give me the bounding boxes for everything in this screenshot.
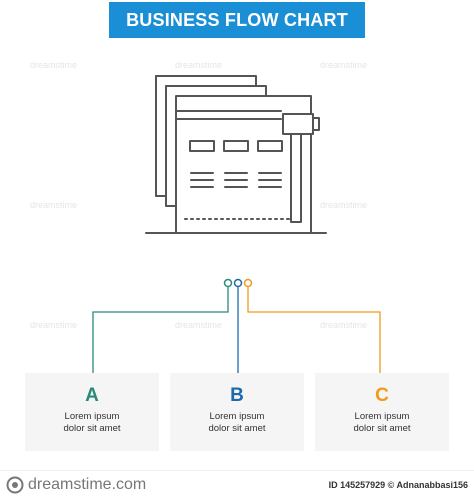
chart-title: BUSINESS FLOW CHART — [126, 9, 348, 30]
stock-footer: dreamstime.com ID 145257929 © Adnanabbas… — [0, 470, 474, 500]
connector-c — [247, 287, 381, 378]
branch-panel-c: C Lorem ipsum dolor sit amet — [315, 373, 449, 451]
image-credit: ID 145257929 © Adnanabbasi156 — [328, 480, 468, 490]
branch-text-a: Lorem ipsum dolor sit amet — [63, 411, 121, 434]
flow-connectors — [92, 278, 381, 378]
branch-letter-b: B — [230, 385, 244, 406]
logo-text: dreamstime.com — [28, 476, 147, 493]
title-banner: BUSINESS FLOW CHART — [109, 2, 365, 38]
branch-text-b: Lorem ipsum dolor sit amet — [208, 411, 266, 434]
branch-panel-b: B Lorem ipsum dolor sit amet — [170, 373, 304, 451]
dreamstime-logo: dreamstime.com — [6, 476, 146, 494]
branch-panel-a: A Lorem ipsum dolor sit amet — [25, 373, 159, 451]
logo-mark-icon — [6, 476, 24, 494]
branch-letter-a: A — [85, 385, 99, 406]
branch-text-c: Lorem ipsum dolor sit amet — [353, 411, 411, 434]
connector-a — [92, 287, 229, 378]
branch-letter-c: C — [375, 385, 389, 406]
web-page-with-hammer-icon — [145, 75, 327, 234]
node-dot-c — [243, 278, 253, 288]
node-dot-b — [233, 278, 243, 288]
node-dot-a — [223, 278, 233, 288]
